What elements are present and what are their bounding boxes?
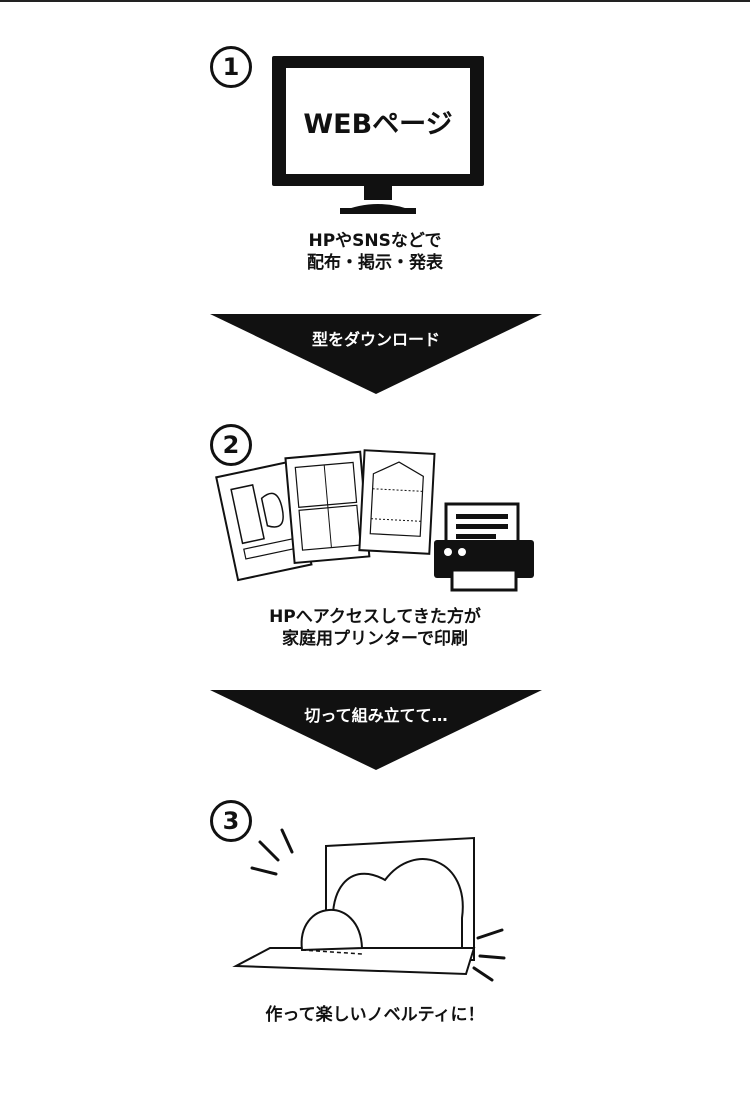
download-arrow-banner: 型をダウンロード	[210, 314, 542, 394]
step-2-caption: HPへアクセスしてきた方が 家庭用プリンターで印刷	[175, 606, 575, 650]
download-arrow-label: 型をダウンロード	[311, 330, 440, 349]
step-3-caption: 作って楽しいノベルティに！	[175, 1004, 575, 1026]
step-3-caption-line-1: 作って楽しいノベルティに！	[265, 1005, 485, 1025]
step-3-number: 3	[210, 800, 252, 842]
assemble-arrow-label: 切って組み立てて…	[304, 706, 448, 725]
step-1-caption: HPやSNSなどで 配布・掲示・発表	[175, 230, 575, 274]
step-1-number: 1	[210, 46, 252, 88]
popup-card-icon	[232, 828, 506, 982]
printer-icon	[434, 502, 534, 592]
monitor-screen-text: WEBページ	[303, 109, 453, 140]
down-arrow-shape	[210, 314, 542, 394]
step-1-caption-line-2: 配布・掲示・発表	[307, 253, 443, 273]
top-border	[0, 0, 750, 2]
down-arrow-shape-2	[210, 690, 542, 770]
step-2-number: 2	[210, 424, 252, 466]
assemble-arrow-banner: 切って組み立てて…	[210, 690, 542, 770]
step-1-caption-line-1: HPやSNSなどで	[308, 231, 442, 251]
step-2-caption-line-1: HPへアクセスしてきた方が	[269, 607, 481, 627]
paper-templates-icon	[215, 449, 436, 582]
monitor-icon	[272, 56, 484, 214]
step-2-caption-line-2: 家庭用プリンターで印刷	[282, 629, 468, 649]
